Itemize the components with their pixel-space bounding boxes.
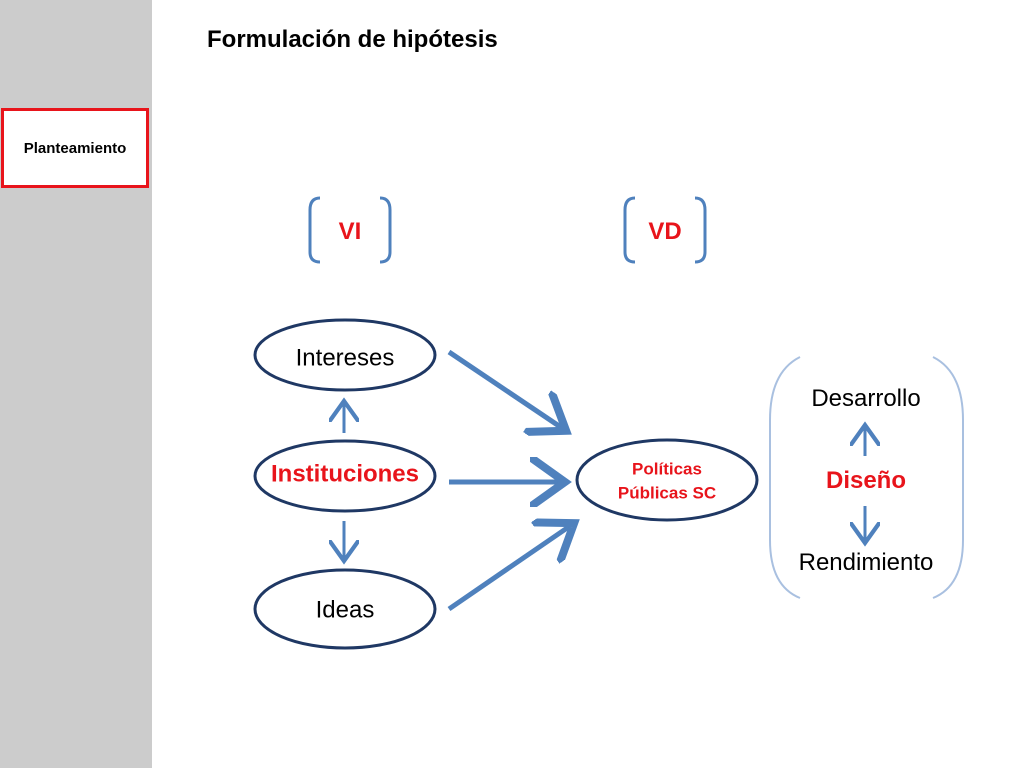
vi-label: VI bbox=[339, 218, 362, 245]
page-title: Formulación de hipótesis bbox=[207, 26, 498, 53]
node-intereses-label: Intereses bbox=[296, 344, 395, 371]
arrow-ideas-to-politicas bbox=[447, 526, 570, 612]
node-ideas: Ideas bbox=[253, 568, 437, 650]
vi-bracket: VI bbox=[308, 196, 392, 264]
node-politicas-line2: Públicas SC bbox=[618, 483, 716, 502]
arrow-intereses-to-politicas bbox=[447, 349, 562, 428]
section-label-planteamiento: Planteamiento bbox=[1, 108, 149, 188]
section-label-text: Planteamiento bbox=[23, 139, 127, 157]
node-instituciones-label: Instituciones bbox=[271, 460, 419, 487]
outcome-rendimiento: Rendimiento bbox=[799, 549, 934, 576]
node-instituciones: Instituciones bbox=[253, 439, 437, 513]
outcome-desarrollo: Desarrollo bbox=[811, 385, 920, 412]
node-intereses: Intereses bbox=[253, 318, 437, 392]
node-politicas-line1: Políticas bbox=[632, 459, 702, 478]
outcome-bracket bbox=[769, 356, 964, 599]
outcome-diseno: Diseño bbox=[826, 467, 906, 494]
node-ideas-label: Ideas bbox=[316, 596, 375, 623]
node-politicas-publicas: Políticas Públicas SC bbox=[575, 438, 759, 522]
vd-label: VD bbox=[648, 218, 681, 245]
vd-bracket: VD bbox=[623, 196, 707, 264]
